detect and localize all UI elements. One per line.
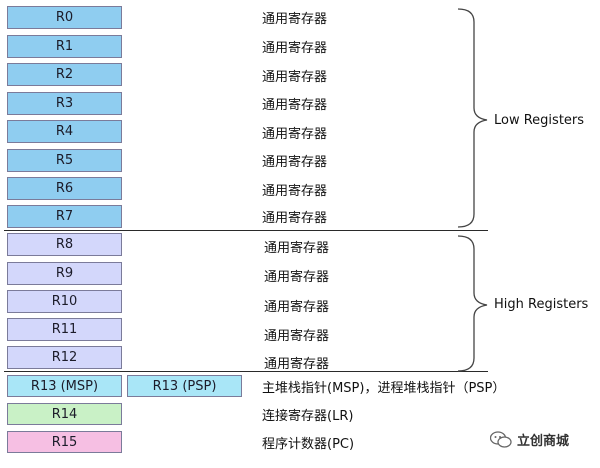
register-r6: R6	[7, 177, 122, 200]
register-r13-psp: R13 (PSP)	[127, 375, 242, 397]
register-r3-desc: 通用寄存器	[262, 98, 328, 113]
register-r4-desc: 通用寄存器	[262, 127, 328, 142]
register-r13-msp: R13 (MSP)	[7, 375, 122, 397]
register-r9-desc: 通用寄存器	[264, 270, 330, 285]
register-r12-desc: 通用寄存器	[264, 357, 330, 372]
register-r10-desc: 通用寄存器	[264, 300, 330, 315]
register-r4: R4	[7, 120, 122, 143]
register-r15: R15	[7, 431, 122, 453]
register-r14: R14	[7, 403, 122, 425]
register-r2-desc: 通用寄存器	[262, 70, 328, 85]
register-r0: R0	[7, 6, 122, 29]
register-r1-desc: 通用寄存器	[262, 41, 328, 56]
register-r6-desc: 通用寄存器	[262, 184, 328, 199]
register-r13-desc: 主堆栈指针(MSP)，进程堆栈指针（PSP）	[262, 381, 506, 396]
register-r7-desc: 通用寄存器	[262, 211, 328, 226]
register-r11-desc: 通用寄存器	[264, 329, 330, 344]
register-r14-desc: 连接寄存器(LR)	[262, 409, 354, 424]
high-special-separator	[4, 371, 488, 372]
register-r2: R2	[7, 63, 122, 86]
watermark: 立创商城	[489, 430, 570, 449]
low-high-separator	[4, 230, 488, 231]
low-registers-label: Low Registers	[494, 113, 585, 128]
register-r7: R7	[7, 205, 122, 228]
register-r1: R1	[7, 35, 122, 58]
high-registers-brace	[457, 235, 488, 372]
wechat-icon	[489, 430, 512, 449]
register-r8-desc: 通用寄存器	[264, 241, 330, 256]
register-r12: R12	[7, 346, 122, 369]
low-registers-brace	[457, 8, 488, 228]
register-r0-desc: 通用寄存器	[262, 12, 328, 27]
high-registers-label: High Registers	[494, 297, 589, 312]
register-r5-desc: 通用寄存器	[262, 155, 328, 170]
register-r15-desc: 程序计数器(PC)	[262, 437, 355, 452]
register-r10: R10	[7, 290, 122, 313]
register-r9: R9	[7, 262, 122, 285]
register-r5: R5	[7, 149, 122, 172]
register-r3: R3	[7, 92, 122, 115]
register-r11: R11	[7, 318, 122, 341]
watermark-text: 立创商城	[517, 434, 570, 449]
register-r8: R8	[7, 233, 122, 256]
